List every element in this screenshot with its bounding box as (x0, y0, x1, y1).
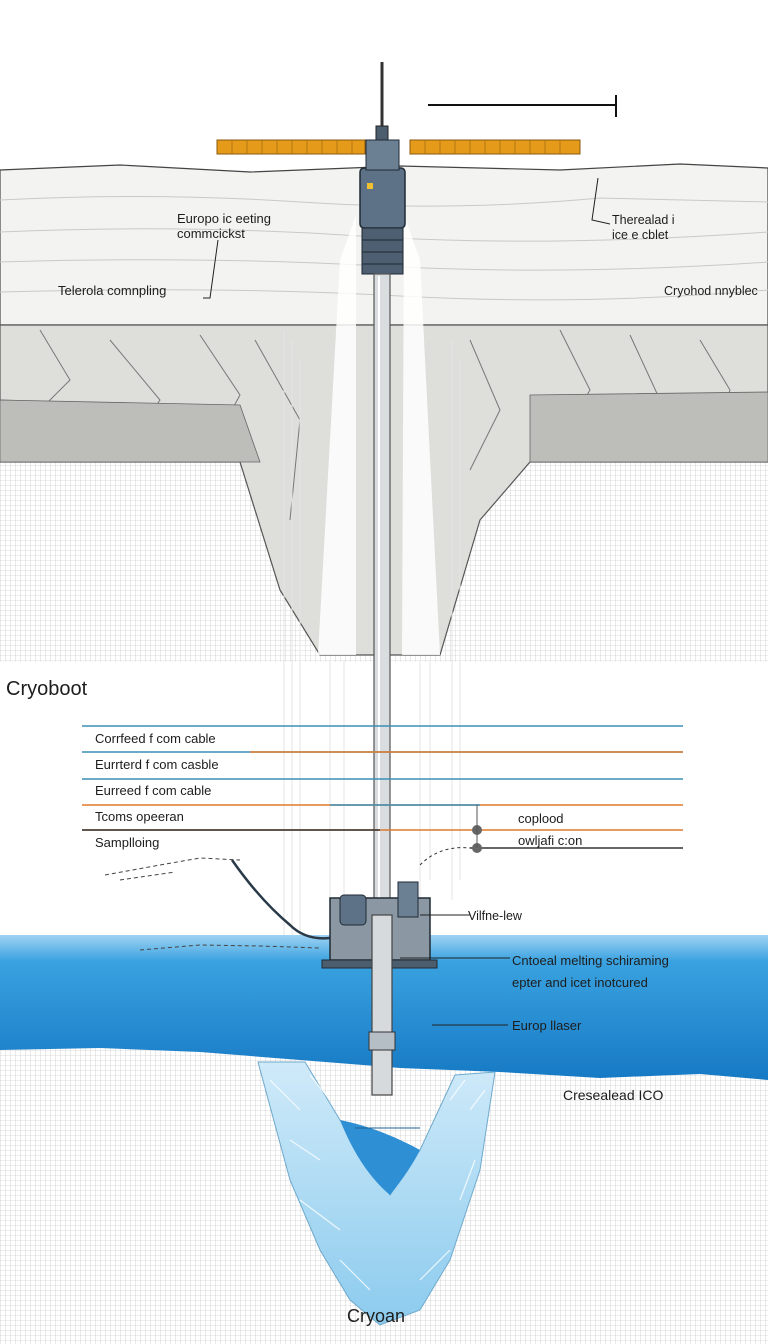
cresealead-label: Cresealead ICO (563, 1087, 664, 1103)
sampling-label: Samplloing (95, 835, 160, 850)
coplood-label: coplood (518, 811, 564, 826)
probe-cap (365, 139, 400, 171)
scale-bar (428, 95, 617, 117)
cryoan-label: Cryoan (347, 1306, 406, 1326)
module-right-box (397, 881, 419, 918)
solar-panel-right (409, 139, 581, 155)
leader-europa-ice (203, 239, 219, 299)
europ-laser-label: Europ llaser (512, 1018, 582, 1033)
thermal-ice-label: Therealad i ice e cblet (612, 213, 675, 242)
module-left-drum (339, 894, 367, 926)
probe-upper-housing (359, 167, 406, 229)
cable-label-1: Corrfeed f com cable (95, 731, 216, 746)
melt-pool-water (340, 1120, 420, 1195)
probe-status-light (367, 183, 373, 189)
telemetry-label: Telerola comnpling (58, 283, 167, 298)
probe-tether-tube (373, 273, 391, 915)
vilfine-label: Vilfne-lew (468, 909, 522, 923)
cable-label-2: Eurrterd f com casble (95, 757, 219, 772)
dashed-pointer (419, 847, 471, 866)
probe-collar-rings (362, 239, 403, 265)
melt-pool-facets (269, 1074, 486, 1291)
cryobot-right-label: Cryohod nnyblec (664, 284, 758, 298)
cryobot-title: Cryoboot (6, 678, 88, 700)
meltwater-beam-right (402, 215, 440, 655)
solar-panel-left (216, 139, 366, 155)
antenna-head (375, 125, 389, 141)
sampling-tether (230, 859, 346, 940)
surface-ice-strata (0, 195, 768, 301)
ice-lower-band (0, 391, 768, 463)
sampling-spray (104, 857, 321, 951)
solar-panel-cells (231, 140, 561, 154)
probe-lower-collar (368, 1031, 396, 1051)
owljafi-label: owljafi c:on (518, 833, 583, 848)
beam-streaks (283, 330, 461, 960)
melting-scheme-label: Cntoeal melting schiraming epter and ice… (512, 953, 669, 990)
leader-thermal-ice (591, 177, 611, 225)
probe-lower-shaft (371, 914, 393, 1096)
tcoms-label: Tcoms opeeran (95, 809, 184, 824)
meltwater-beam-left (318, 215, 356, 655)
probe-collar (361, 227, 404, 275)
cable-label-3: Eurreed f com cable (95, 783, 212, 798)
europa-ice-label: Europo ic eeting commcickst (177, 211, 271, 241)
